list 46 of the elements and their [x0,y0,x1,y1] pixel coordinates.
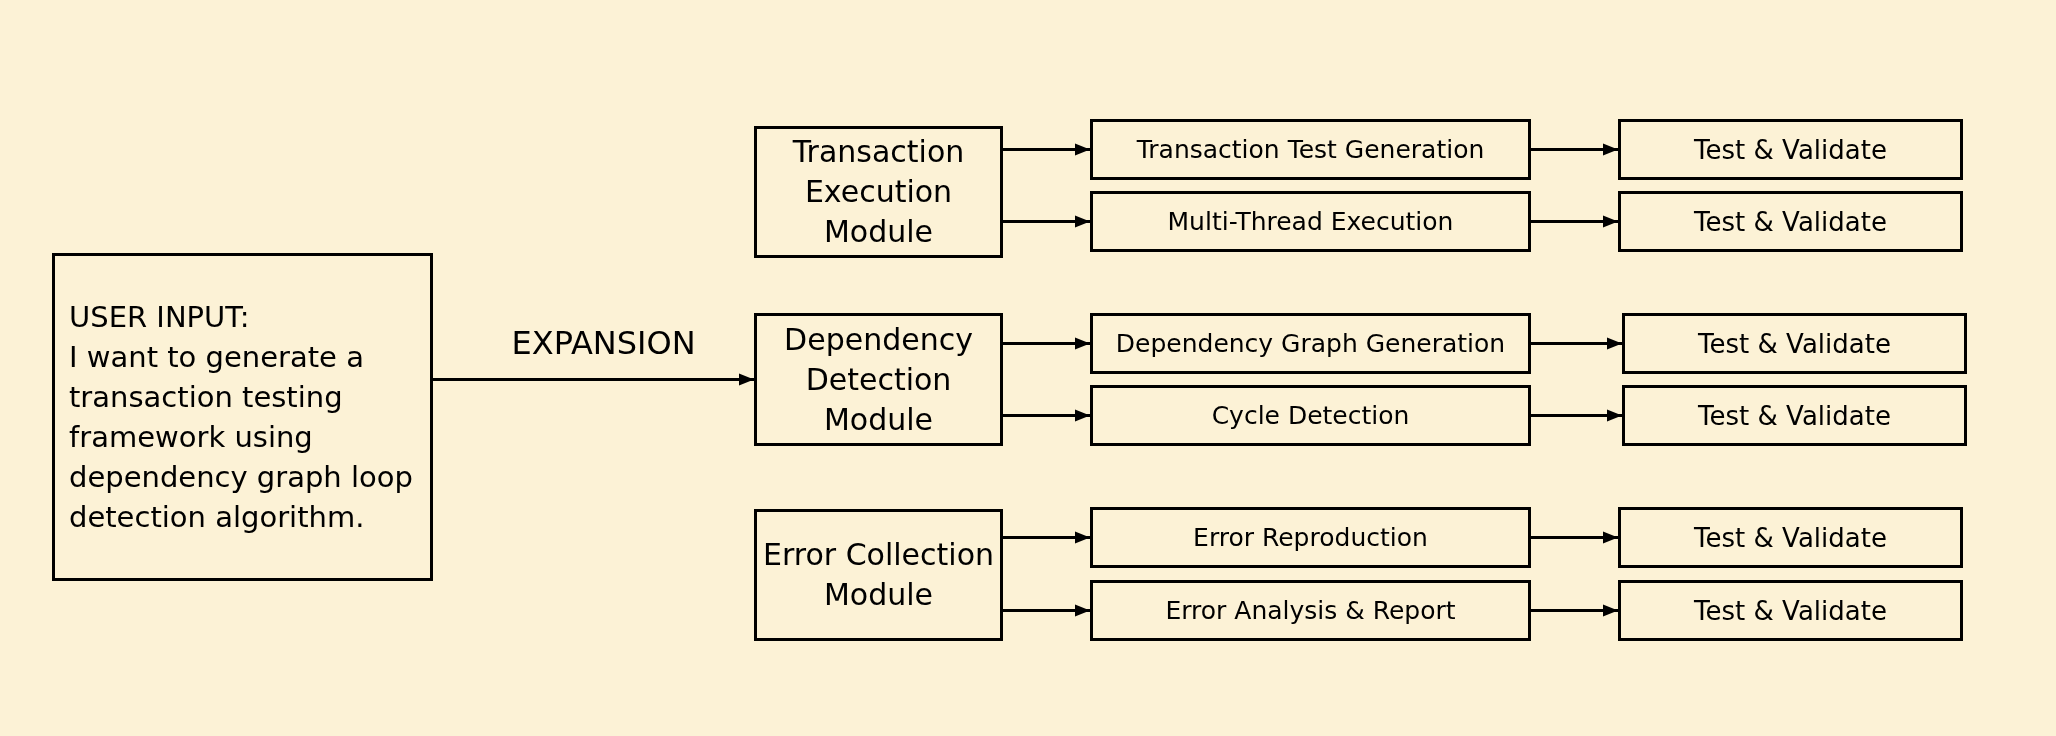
validation-box [1618,580,1963,641]
step-label: Test & Validate [1694,134,1887,165]
process-box [1090,313,1531,374]
heading-text: USER INPUT: [69,299,250,336]
step-label: Test & Validate [1698,400,1891,431]
step-label: Test & Validate [1694,522,1887,553]
module-label: Dependency Detection Module [783,320,974,439]
arrow [1003,215,1090,228]
step-label: Test & Validate [1694,206,1887,237]
arrow [1003,409,1090,422]
validation-box [1618,191,1963,252]
module-label: Error Collection Module [761,536,996,614]
step-label: Test & Validate [1694,595,1887,626]
process-box [1090,385,1531,446]
arrow [1003,531,1090,544]
validation-box [1618,119,1963,180]
validation-box [1618,507,1963,568]
arrow [1531,143,1618,156]
arrow [1531,604,1618,617]
process-box [1090,507,1531,568]
arrow [433,373,754,386]
step-label: Cycle Detection [1211,401,1410,430]
step-label: Transaction Test Generation [1136,135,1485,164]
arrow [1003,337,1090,350]
process-box [1090,119,1531,180]
step-label: Dependency Graph Generation [1115,329,1506,358]
module-label: Transaction Execution Module [791,133,966,251]
arrow [1003,604,1090,617]
step-label: Error Reproduction [1193,523,1428,552]
module-box [754,509,1003,641]
arrow [1531,337,1622,350]
arrow [1531,531,1618,544]
step-label: Error Analysis & Report [1165,596,1456,625]
input-box [52,253,433,581]
arrow [1003,143,1090,156]
body-text: I want to generate a transaction testing framework using dependency graph loop detection algorithm. [69,339,414,536]
validation-box [1622,313,1967,374]
module-box [754,126,1003,258]
validation-box [1622,385,1967,446]
arrow [1531,409,1622,422]
step-label: Multi-Thread Execution [1167,207,1454,236]
arrow [1531,215,1618,228]
process-box [1090,191,1531,252]
module-box [754,313,1003,446]
step-label: Test & Validate [1698,328,1891,359]
process-box [1090,580,1531,641]
